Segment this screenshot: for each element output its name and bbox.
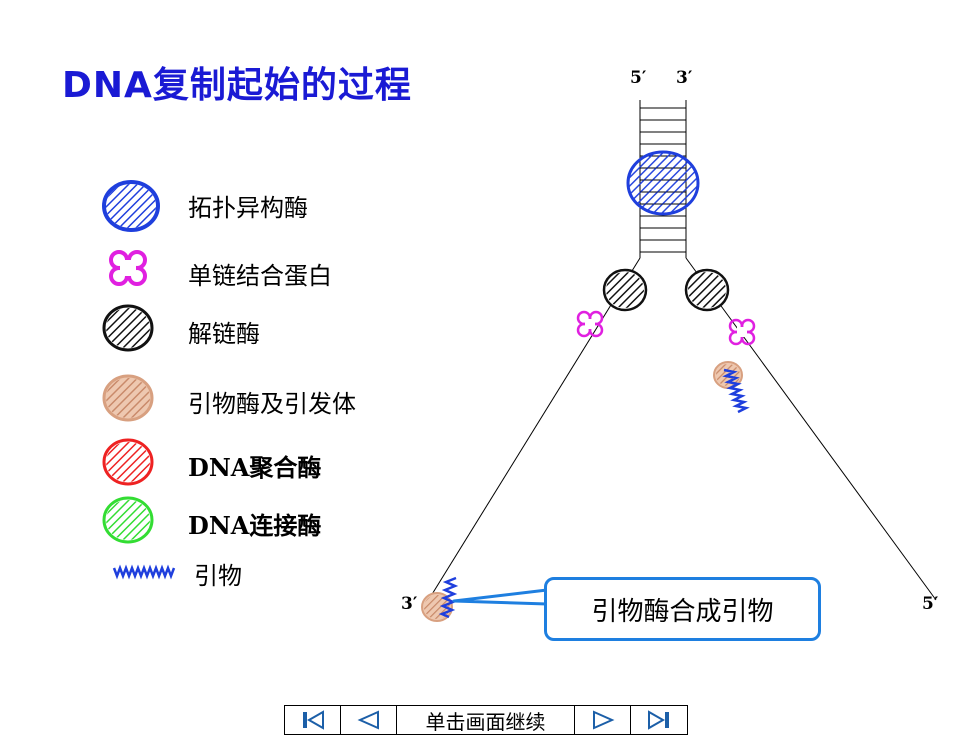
legend-item-primer: 引物 (100, 556, 430, 608)
next-button[interactable] (575, 706, 631, 734)
continue-button[interactable]: 单击画面继续 (397, 706, 575, 734)
ssb-icon (109, 250, 147, 286)
legend-item-helicase: 解链酶 (100, 302, 430, 354)
topoisomerase-icon (102, 180, 160, 232)
previous-button[interactable] (341, 706, 397, 734)
dna-ligase-icon (102, 496, 154, 544)
strand-label-3prime-top: 3′ (676, 68, 693, 88)
strand-label-3prime-bottom: 3′ (401, 594, 418, 614)
legend-item-dna-polymerase: DNA聚合酶 (100, 436, 430, 488)
callout-primase-synthesizes-primer: 引物酶合成引物 (544, 577, 821, 641)
legend-label: 拓扑异构酶 (188, 194, 308, 222)
legend-label: 引物酶及引发体 (188, 390, 356, 418)
first-page-button[interactable] (285, 706, 341, 734)
legend-item-dna-ligase: DNA连接酶 (100, 494, 430, 546)
primer-lower (438, 576, 459, 619)
legend-label: 引物 (194, 562, 242, 590)
helicase-left (602, 268, 648, 312)
legend-label: DNA连接酶 (188, 511, 322, 540)
last-page-icon (648, 710, 669, 730)
helicase-icon (102, 304, 154, 352)
topoisomerase-on-duplex (626, 150, 700, 216)
last-page-button[interactable] (631, 706, 687, 734)
continue-label: 单击画面继续 (425, 709, 546, 734)
primase-icon (102, 374, 154, 422)
right-template-strand (685, 257, 937, 601)
page-title: DNA复制起始的过程 (62, 65, 412, 106)
primer-icon (112, 564, 176, 580)
left-template-strand (425, 257, 641, 605)
next-icon (592, 710, 614, 730)
primer-upper (722, 368, 750, 414)
legend-item-primase: 引物酶及引发体 (100, 372, 430, 424)
strand-label-5prime-top: 5′ (630, 68, 647, 88)
legend-item-topoisomerase: 拓扑异构酶 (100, 178, 430, 232)
legend-item-ssb: 单链结合蛋白 (100, 246, 430, 298)
helicase-right (684, 268, 730, 312)
strand-label-5prime-bottom: 5′ (922, 594, 939, 614)
callout-pointer (452, 588, 549, 606)
legend-label: DNA聚合酶 (188, 453, 322, 482)
ssb-left (576, 310, 604, 338)
legend-label: 单链结合蛋白 (188, 262, 332, 290)
slide-navigation: 单击画面继续 (284, 705, 688, 735)
first-page-icon (302, 710, 324, 730)
callout-text: 引物酶合成引物 (591, 596, 774, 627)
ssb-right (728, 318, 756, 346)
previous-icon (357, 710, 379, 730)
legend-label: 解链酶 (188, 320, 260, 348)
dna-polymerase-icon (102, 438, 154, 486)
